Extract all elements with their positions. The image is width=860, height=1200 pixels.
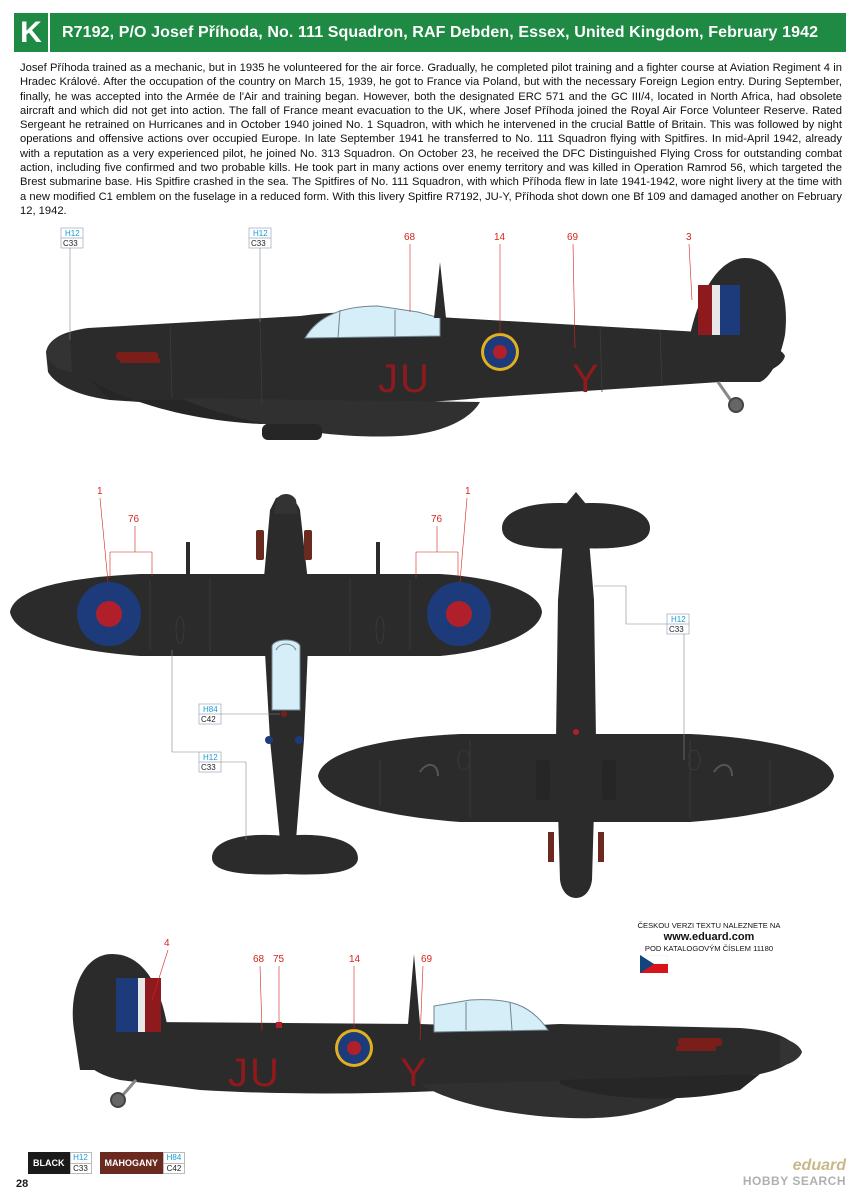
plan-bottom-callouts: H12 C33 [594, 585, 690, 760]
svg-text:H12: H12 [671, 615, 686, 624]
svg-text:76: 76 [431, 514, 443, 525]
svg-text:76: 76 [128, 514, 140, 525]
profile-top-canopy [304, 305, 441, 339]
paint-ref-box: H12 C33 [198, 751, 222, 773]
profile-bottom-code-letters: JU [228, 1051, 281, 1095]
svg-text:C33: C33 [251, 239, 266, 248]
svg-text:3: 3 [686, 232, 692, 243]
scheme-letter: K [14, 13, 50, 52]
czech-flag-icon [640, 955, 668, 973]
profile-top-aircraft: JU Y [46, 258, 786, 440]
plan-view-callouts: 1 76 1 76 H84 C42 H12 C33 [97, 486, 471, 840]
paint-ref-box: H12 C33 [248, 227, 272, 249]
svg-text:H12: H12 [203, 753, 218, 762]
eduard-url[interactable]: www.eduard.com [663, 931, 755, 943]
svg-text:C42: C42 [201, 715, 216, 724]
paint-ref-box: H12 C33 [60, 227, 84, 249]
svg-text:C33: C33 [63, 239, 78, 248]
brand-watermark: eduard HOBBY SEARCH [718, 1157, 846, 1189]
profile-bottom-aircraft: JU Y [72, 954, 802, 1119]
svg-text:69: 69 [567, 232, 579, 243]
legend-black-swatch: BLACK [28, 1152, 70, 1174]
page-header: K R7192, P/O Josef Příhoda, No. 111 Squa… [14, 13, 846, 52]
legend-mahogany-codes: H84 C42 [163, 1152, 185, 1174]
profile-bottom-callouts: 4 68 75 14 69 [151, 938, 433, 1041]
svg-text:H84: H84 [203, 705, 218, 714]
svg-text:4: 4 [164, 938, 170, 949]
paint-ref-box: H84 C42 [198, 703, 222, 725]
svg-text:C33: C33 [669, 625, 684, 634]
svg-text:68: 68 [404, 232, 416, 243]
legend-mahogany-swatch: MAHOGANY [99, 1152, 163, 1174]
page-number: 28 [16, 1178, 29, 1190]
hobby-search-logo-text: HOBBY SEARCH [742, 1174, 846, 1188]
svg-text:1: 1 [465, 486, 471, 497]
plan-top-canopy [271, 639, 301, 711]
svg-text:H12: H12 [65, 229, 80, 238]
svg-text:1: 1 [97, 486, 103, 497]
plan-view-bottom-aircraft [318, 492, 834, 898]
svg-text:69: 69 [421, 954, 433, 965]
profile-top-fin-flash-red [698, 285, 712, 335]
plan-view-top-aircraft [10, 494, 542, 875]
profile-top-roundel [481, 333, 519, 371]
profile-top-individual-letter: Y [572, 357, 599, 401]
scheme-title: R7192, P/O Josef Příhoda, No. 111 Squadr… [62, 23, 819, 41]
eduard-logo-text: eduard [792, 1157, 846, 1174]
svg-text:C33: C33 [201, 763, 216, 772]
svg-text:75: 75 [273, 954, 285, 965]
profile-bottom-roundel [335, 1029, 373, 1067]
svg-text:14: 14 [494, 232, 506, 243]
pilot-biography: Josef Příhoda trained as a mechanic, but… [20, 62, 842, 217]
czech-version-note: ČESKOU VERZI TEXTU NALEZNETE NA www.edua… [600, 921, 818, 954]
profile-top-callouts: H12 C33 H12 C33 68 14 69 3 [60, 227, 693, 349]
paint-ref-box: H12 C33 [666, 613, 690, 635]
svg-text:H12: H12 [253, 229, 268, 238]
svg-text:68: 68 [253, 954, 265, 965]
profile-bottom-individual-letter: Y [400, 1051, 427, 1095]
legend-black-codes: H12 C33 [69, 1152, 92, 1174]
profile-top-code-letters: JU [378, 357, 431, 401]
color-legend: BLACK H12 C33 MAHOGANY H84 C42 [28, 1152, 193, 1174]
svg-text:14: 14 [349, 954, 361, 965]
plan-bottom-wing [318, 734, 834, 822]
